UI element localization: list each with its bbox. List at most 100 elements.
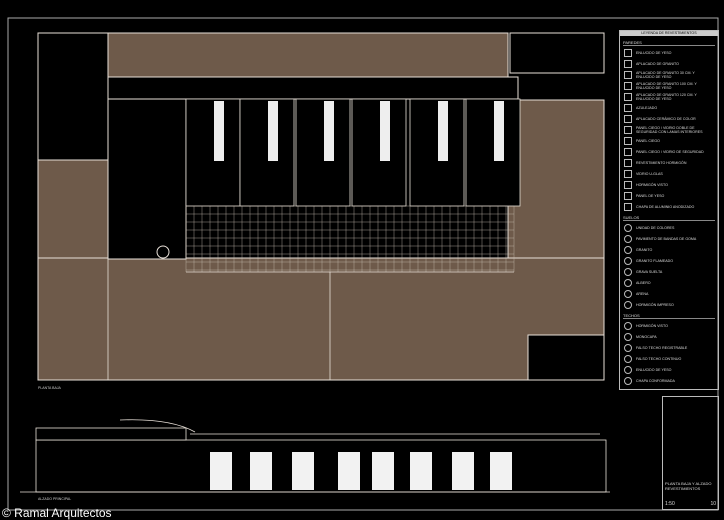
legend-swatch-icon — [624, 71, 632, 79]
sheet-title: PLANTA BAJA Y ALZADO — [665, 481, 712, 486]
facade-panel — [250, 452, 272, 490]
legend-swatch-icon — [624, 82, 632, 90]
legend-floors-heading: SUELOS — [623, 215, 715, 221]
legend-swatch-icon — [624, 192, 632, 200]
legend-swatch-icon — [624, 366, 632, 374]
legend-item-label: GRANITO FLAMEADO — [636, 259, 674, 263]
legend-item-label: APLACADO DE GRANITO — [636, 62, 679, 66]
watermark: © Ramal Arquitectos — [2, 506, 112, 520]
legend-swatch-icon — [624, 333, 632, 341]
legend-item: GRAVA SUELTA — [624, 268, 714, 276]
classroom — [409, 98, 465, 207]
legend-item-label: PANEL CIEGO — [636, 139, 660, 143]
legend-swatch-icon — [624, 235, 632, 243]
legend-item-label: MONOCAPA — [636, 335, 657, 339]
legend-swatch-icon — [624, 60, 632, 68]
light-well — [380, 101, 390, 161]
light-well — [324, 101, 334, 161]
legend-panel: LEYENDA DE REVESTIMIENTOS PAREDES ENLUCI… — [619, 30, 719, 390]
courtyard-grid — [185, 205, 515, 272]
legend-item-label: UNIDAD DE COLORES — [636, 226, 675, 230]
legend-item: PANEL DE YESO — [624, 192, 714, 200]
legend-item: ARENA — [624, 290, 714, 298]
legend-walls-heading: PAREDES — [623, 40, 715, 46]
legend-swatch-icon — [624, 137, 632, 145]
legend-swatch-icon — [624, 148, 632, 156]
classroom — [239, 98, 295, 207]
light-well — [268, 101, 278, 161]
legend-item-label: GRANITO — [636, 248, 653, 252]
legend-item: ENLUCIDO DE YESO — [624, 49, 714, 57]
legend-swatch-icon — [624, 322, 632, 330]
legend-item: AZULEJADO — [624, 104, 714, 112]
legend-swatch-icon — [624, 268, 632, 276]
legend-swatch-icon — [624, 93, 632, 101]
facade-panel — [490, 452, 512, 490]
legend-swatch-icon — [624, 104, 632, 112]
facade-panel — [372, 452, 394, 490]
legend-item: PAVIMENTO DE BANDAS DE GOMA — [624, 235, 714, 243]
legend-item: APLACADO CERÁMICO DE COLOR — [624, 115, 714, 123]
legend-item-label: CHAPA DE ALUMINIO ANODIZADO — [636, 205, 695, 209]
legend-item: HORMIGÓN VISTO — [624, 181, 714, 189]
legend-swatch-icon — [624, 257, 632, 265]
legend-item: GRANITO — [624, 246, 714, 254]
legend-item: ENLUCIDO DE YESO — [624, 366, 714, 374]
legend-swatch-icon — [624, 377, 632, 385]
classroom — [185, 98, 241, 207]
facade-panel — [452, 452, 474, 490]
legend-item-label: PANEL CIEGO / VIDRIO DE SEGURIDAD — [636, 150, 704, 154]
legend-item-label: GRAVA SUELTA — [636, 270, 663, 274]
facade-panel — [292, 452, 314, 490]
elevation-drawing — [20, 419, 610, 493]
legend-item: UNIDAD DE COLORES — [624, 224, 714, 232]
classroom — [295, 98, 351, 207]
legend-swatch-icon — [624, 290, 632, 298]
legend-swatch-icon — [624, 301, 632, 309]
elevation-label: ALZADO PRINCIPAL — [38, 497, 72, 501]
legend-item: APLACADO DE GRANITO 100 CM. Y ENLUCIDO D… — [624, 82, 714, 90]
scale: 1:50 — [665, 501, 675, 507]
legend-item: CHAPA CONFORMADA — [624, 377, 714, 385]
legend-item: MONOCAPA — [624, 333, 714, 341]
legend-item-label: REVESTIMIENTO HORMIGÓN — [636, 161, 687, 165]
legend-item: GRANITO FLAMEADO — [624, 257, 714, 265]
legend-item-label: APLACADO DE GRANITO 100 CM. Y ENLUCIDO D… — [636, 82, 697, 90]
legend-swatch-icon — [624, 344, 632, 352]
legend-item: HORMIGÓN VISTO — [624, 322, 714, 330]
legend-item: FALSO TECHO REGISTRABLE — [624, 344, 714, 352]
legend-swatch-icon — [624, 224, 632, 232]
legend-item: APLACADO DE GRANITO 30 CM. Y ENLUCIDO DE… — [624, 71, 714, 79]
classroom — [465, 98, 521, 207]
classrooms — [185, 98, 521, 207]
legend-item-label: FALSO TECHO CONTINUO — [636, 357, 682, 361]
legend-swatch-icon — [624, 49, 632, 57]
facade-panel — [338, 452, 360, 490]
legend-item-label: AZULEJADO — [636, 106, 658, 110]
sheet-number: 10 — [710, 501, 716, 507]
light-well — [494, 101, 504, 161]
sheet-subtitle: REVESTIMIENTOS — [665, 486, 701, 491]
legend-item: PANEL CIEGO / VIDRIO DOBLE DE SEGURIDAD … — [624, 126, 714, 134]
legend-item: HORMIGÓN IMPRESO — [624, 301, 714, 309]
legend-item-label: ALBERO — [636, 281, 651, 285]
elevation-panels — [210, 452, 512, 490]
legend-swatch-icon — [624, 115, 632, 123]
tree-icon — [156, 245, 170, 259]
light-well — [438, 101, 448, 161]
legend-swatch-icon — [624, 170, 632, 178]
legend-item: PANEL CIEGO — [624, 137, 714, 145]
legend-item: APLACADO DE GRANITO — [624, 60, 714, 68]
legend-swatch-icon — [624, 159, 632, 167]
legend-item: CHAPA DE ALUMINIO ANODIZADO — [624, 203, 714, 211]
legend-item: REVESTIMIENTO HORMIGÓN — [624, 159, 714, 167]
light-well — [214, 101, 224, 161]
legend-item-label: PANEL DE YESO — [636, 194, 665, 198]
legend-swatch-icon — [624, 355, 632, 363]
facade-panel — [210, 452, 232, 490]
legend-item-label: HORMIGÓN VISTO — [636, 324, 668, 328]
legend-item: FALSO TECHO CONTINUO — [624, 355, 714, 363]
